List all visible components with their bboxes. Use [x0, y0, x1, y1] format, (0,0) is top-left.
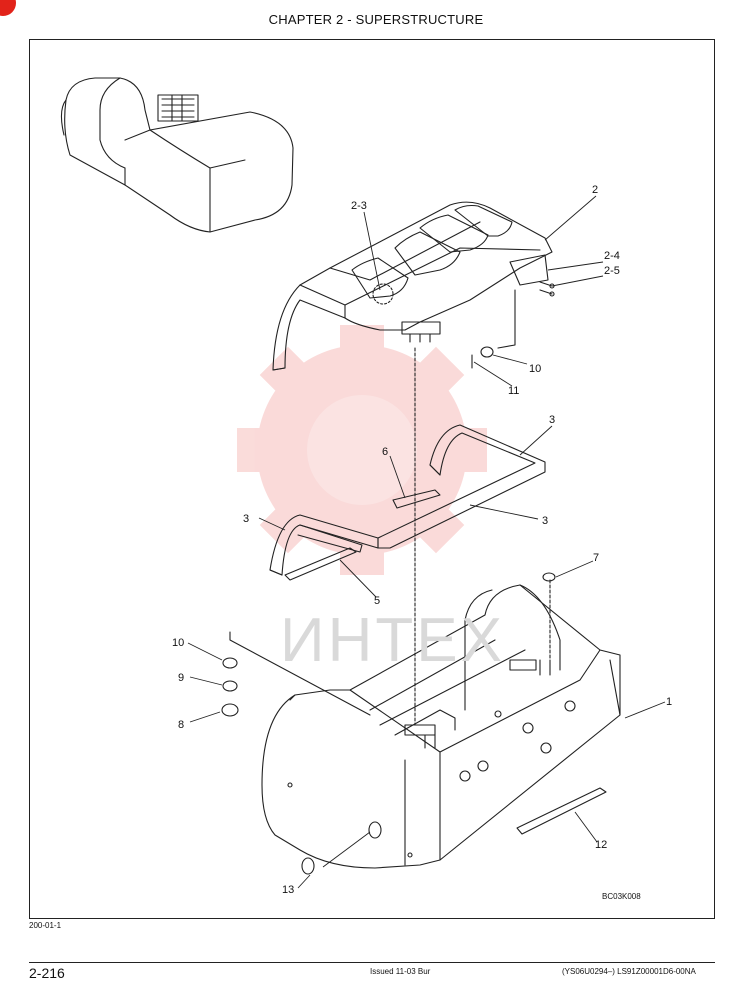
document-code: (YS06U0294–) LS91Z00001D6-00NA: [562, 967, 696, 976]
cover-holes-detail: [287, 700, 576, 858]
footer-divider: [29, 962, 715, 963]
upper-cover-part-2: [272, 201, 555, 371]
exploded-parts-diagram: 2 2-3 2-4 2-5 10 11 3 6 3 3 7 5 10 9 1 8…: [60, 77, 672, 896]
overview-machine-thumbnail: [60, 77, 294, 233]
issued-label: Issued 11-03 Bur: [370, 967, 431, 976]
callout-3-top: 3: [549, 414, 555, 426]
washer-part-10-right: [480, 346, 494, 358]
callout-3-left: 3: [243, 513, 249, 525]
callout-7: 7: [593, 552, 599, 564]
callout-1: 1: [666, 696, 672, 708]
callout-2-4: 2-4: [604, 250, 620, 262]
grommet-hole: [368, 821, 382, 839]
strip-part-12: [516, 787, 607, 835]
washer-part-9: [222, 680, 238, 692]
bolt-part-7: [542, 572, 556, 582]
callout-10-right: 10: [529, 363, 541, 375]
lower-cover-part-1: [261, 584, 621, 869]
chapter-title: CHAPTER 2 - SUPERSTRUCTURE: [268, 12, 484, 27]
callout-13: 13: [282, 884, 294, 896]
callout-2-5: 2-5: [604, 265, 620, 277]
washer-part-10-left: [222, 657, 238, 669]
callout-6: 6: [382, 446, 388, 458]
callout-9: 9: [178, 672, 184, 684]
date-code: 200-01-1: [29, 921, 62, 930]
callout-12: 12: [595, 839, 607, 851]
strip-part-5: [284, 547, 357, 581]
illustration-frame: [29, 39, 715, 919]
corner-logo-mark: [0, 0, 16, 16]
callout-11: 11: [508, 385, 519, 397]
callout-8: 8: [178, 719, 184, 731]
callout-2: 2: [592, 184, 598, 196]
page-number: 2-216: [29, 965, 65, 981]
plug-part-13: [301, 857, 315, 875]
drawing-reference-code: BC03K008: [602, 892, 641, 901]
strip-part-6: [392, 489, 441, 509]
callout-2-3: 2-3: [351, 200, 367, 212]
watermark-text: ИНТЕХ: [280, 606, 505, 675]
nut-part-8: [221, 703, 239, 717]
rubber-seal-frame-part-3: [269, 424, 546, 576]
callout-5: 5: [374, 595, 380, 607]
callout-10-left: 10: [172, 637, 184, 649]
callout-3-mid: 3: [542, 515, 548, 527]
